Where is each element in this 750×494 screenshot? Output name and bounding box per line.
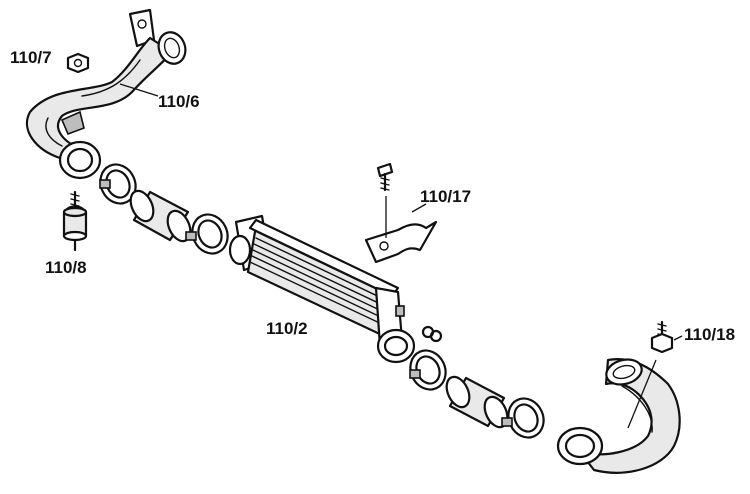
o-rings <box>421 325 443 343</box>
lower-charge-air-hose <box>556 358 681 474</box>
callout-110-6: 110/6 <box>158 92 200 111</box>
upper-charge-air-hose <box>25 8 187 180</box>
intercooler-core <box>228 214 416 364</box>
bolt-110-18 <box>650 320 683 354</box>
callout-110-17: 110/17 <box>420 187 471 206</box>
left-hose-clamp-1 <box>99 163 137 205</box>
callout-110-18: 110/18 <box>684 325 735 344</box>
callout-110-8: 110/8 <box>45 258 87 277</box>
mounting-bracket-110-17 <box>364 162 438 264</box>
right-hose-clamp-2 <box>501 397 545 439</box>
callout-110-2: 110/2 <box>266 319 308 338</box>
rubber-mount-110-8 <box>62 190 88 252</box>
right-hose-clamp-1 <box>409 349 447 391</box>
hex-nut-110-7 <box>66 52 90 74</box>
left-rubber-sleeve <box>129 189 192 243</box>
callout-110-7: 110/7 <box>10 48 52 67</box>
left-hose-clamp-2 <box>185 213 229 255</box>
